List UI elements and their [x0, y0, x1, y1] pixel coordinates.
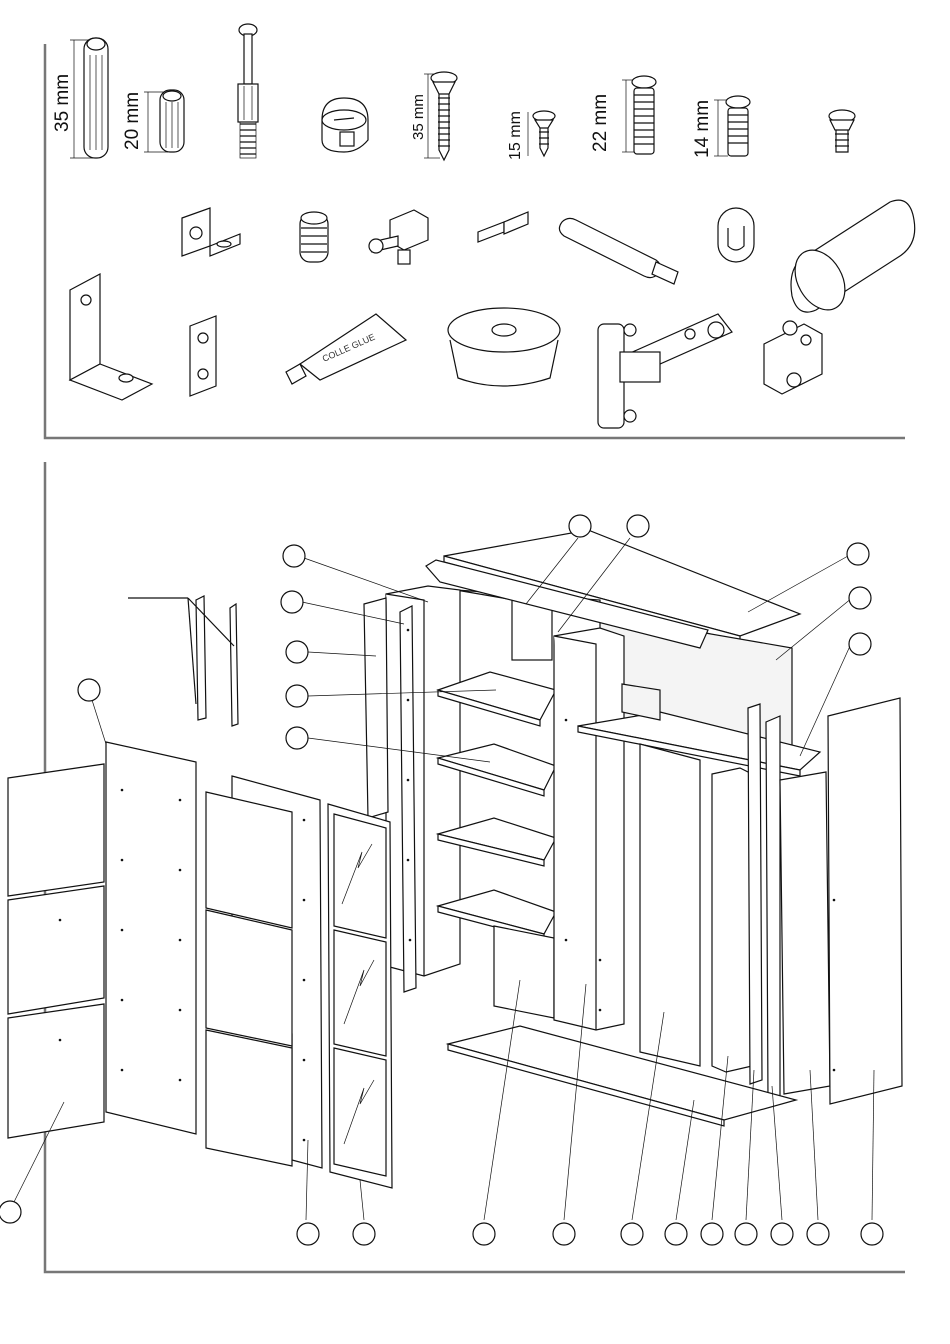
dowel-short-icon: 20 mm	[122, 90, 184, 152]
flat-plate-icon	[190, 316, 216, 396]
dim-dowel-short: 20 mm	[122, 92, 143, 150]
cam-lock-icon	[322, 98, 368, 152]
dim-dowel-long: 35 mm	[52, 74, 73, 132]
right-strip-1	[748, 704, 762, 1084]
inner-back-panel	[494, 926, 554, 1018]
dim-screw-14: 14 mm	[692, 100, 713, 158]
glue-tube-icon: COLLE GLUE	[286, 314, 406, 384]
push-latch-icon	[559, 218, 678, 284]
handle-icon	[785, 200, 915, 319]
middle-door-panel-3	[206, 1030, 292, 1166]
right-strip-2	[766, 716, 780, 1100]
foot-pad-icon	[448, 308, 560, 386]
left-mirror-panel-2	[8, 886, 104, 1014]
insert-nut-icon	[300, 212, 328, 262]
dim-screw-15: 15 mm	[507, 111, 524, 160]
angle-bracket-icon	[70, 274, 152, 400]
euro-screw-14-icon: 14 mm	[692, 96, 750, 158]
small-strips	[128, 596, 238, 726]
left-door-back	[106, 742, 196, 1134]
connector-icon	[369, 210, 428, 264]
glass-door	[328, 804, 392, 1188]
screw-35-icon: 35 mm	[410, 72, 457, 160]
dim-screw-22: 22 mm	[590, 94, 611, 152]
mounting-plate-icon	[764, 321, 822, 394]
hanger-icon	[718, 208, 754, 262]
middle-door-panel-2	[206, 910, 292, 1046]
right-divider	[712, 768, 752, 1072]
middle-door-panel-1	[206, 792, 292, 928]
shelf-bracket-icon	[182, 208, 240, 256]
left-mirror-panel-1	[8, 764, 104, 896]
center-divider	[554, 628, 624, 1030]
shelf-pin-icon	[478, 212, 528, 242]
short-screw-icon	[829, 110, 855, 152]
right-side-panel	[780, 772, 830, 1094]
hinge-icon	[598, 314, 732, 428]
cam-bolt-icon	[238, 24, 258, 158]
right-door	[828, 698, 902, 1104]
euro-screw-22-icon: 22 mm	[590, 76, 656, 154]
dowel-long-icon: 35 mm	[52, 38, 108, 158]
left-side-panel	[386, 586, 460, 976]
screw-15-icon: 15 mm	[507, 111, 555, 160]
dim-screw-35: 35 mm	[410, 94, 427, 140]
